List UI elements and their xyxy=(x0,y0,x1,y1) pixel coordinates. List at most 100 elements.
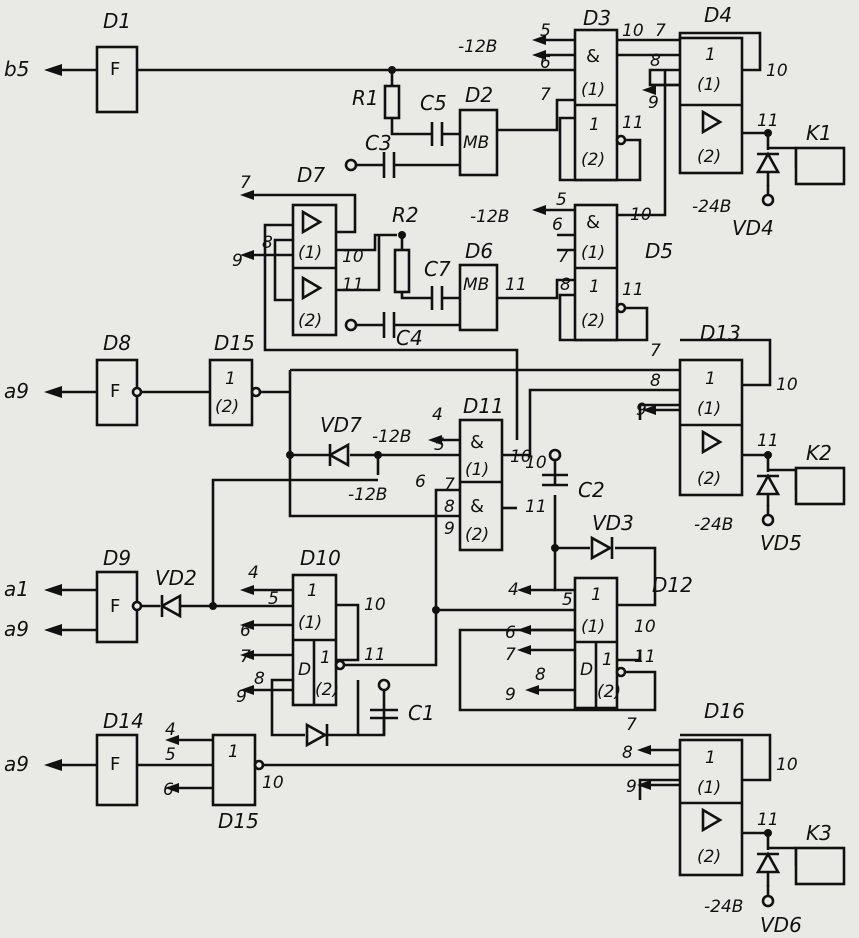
arrowheads xyxy=(44,35,680,793)
symbol-and: & xyxy=(586,46,600,67)
block-d15-top xyxy=(208,358,254,427)
labels: D1 D3 D4 D2 D7 D5 D6 D8 D15 D13 D11 D9 D… xyxy=(4,3,832,937)
junction-dots xyxy=(209,66,772,837)
symbol-one: 1 xyxy=(228,742,239,762)
buffer-icon xyxy=(701,109,723,135)
supply-label: -12B xyxy=(470,207,509,227)
diode-vd4 xyxy=(755,151,781,186)
pin-number: 11 xyxy=(757,810,779,830)
label-vd6: VD6 xyxy=(760,913,802,937)
capacitor-c3 xyxy=(382,152,396,178)
pin-number: 9 xyxy=(505,685,516,705)
pin-number: 11 xyxy=(622,280,644,300)
block-d14 xyxy=(95,733,139,807)
pin-number: 8 xyxy=(535,665,546,685)
symbol-part: (1) xyxy=(697,778,721,798)
symbol-part: (2) xyxy=(597,682,621,702)
signal-a1: a1 xyxy=(4,577,29,601)
label-c7: C7 xyxy=(424,257,451,281)
pin-number: 8 xyxy=(254,669,265,689)
pin-number: 8 xyxy=(622,743,633,763)
block-d2 xyxy=(458,108,499,177)
pin-number: 6 xyxy=(163,780,174,800)
label-d7: D7 xyxy=(297,163,325,187)
supply-label: -24B xyxy=(692,197,731,217)
pin-number: 9 xyxy=(648,93,659,113)
symbol-mb: MB xyxy=(463,275,489,295)
symbol-part: (2) xyxy=(697,147,721,167)
pin-number: 9 xyxy=(236,687,247,707)
label-c4: C4 xyxy=(396,326,423,350)
label-vd5: VD5 xyxy=(760,531,802,555)
pin-number: 10 xyxy=(630,205,652,225)
label-d1: D1 xyxy=(103,9,131,33)
label-c3: C3 xyxy=(365,131,392,155)
pin-number: 5 xyxy=(556,190,567,210)
pin-number: 10 xyxy=(622,21,644,41)
symbol-part: (1) xyxy=(581,243,605,263)
symbol-part: (1) xyxy=(581,617,605,637)
pin-number: 6 xyxy=(505,623,516,643)
symbol-part: (2) xyxy=(581,311,605,331)
symbol-f: F xyxy=(110,754,120,775)
pin-number: 7 xyxy=(626,715,637,735)
symbol-one: 1 xyxy=(589,115,600,135)
capacitors xyxy=(370,122,568,735)
symbol-part: (2) xyxy=(215,397,239,417)
symbol-part: (2) xyxy=(581,150,605,170)
symbol-one: 1 xyxy=(320,648,331,668)
symbol-one: 1 xyxy=(225,369,236,389)
block-d1 xyxy=(95,45,139,114)
symbol-part: (1) xyxy=(465,460,489,480)
label-k1: K1 xyxy=(806,121,832,145)
pin-number: 9 xyxy=(232,251,243,271)
signal-a9: a9 xyxy=(4,617,29,641)
symbol-one: 1 xyxy=(307,581,318,601)
label-d15-bottom: D15 xyxy=(218,809,259,833)
symbol-mb: MB xyxy=(463,133,489,153)
pin-number: 7 xyxy=(650,341,661,361)
diodes xyxy=(159,151,781,886)
block-d13 xyxy=(678,358,744,497)
pin-number: 4 xyxy=(508,580,519,600)
diode-d10 xyxy=(305,722,329,748)
pin-number: 6 xyxy=(240,621,251,641)
symbol-f: F xyxy=(110,596,120,617)
block-d5 xyxy=(573,203,619,342)
symbol-f: F xyxy=(110,59,120,80)
symbol-part: (1) xyxy=(697,75,721,95)
signal-b5: b5 xyxy=(4,57,29,81)
pin-number: 10 xyxy=(342,247,364,267)
pin-number: 7 xyxy=(444,475,455,495)
label-vd7: VD7 xyxy=(320,413,362,437)
pin-number: 6 xyxy=(540,53,551,73)
diode-vd6 xyxy=(755,851,781,886)
pin-number: 7 xyxy=(240,173,251,193)
signal-a9: a9 xyxy=(4,379,29,403)
relay-coils xyxy=(794,146,846,886)
symbol-one: 1 xyxy=(705,45,716,65)
pin-number: 7 xyxy=(655,21,666,41)
pin-number: 11 xyxy=(364,645,386,665)
block-d11 xyxy=(458,418,504,552)
pin-number: 7 xyxy=(240,647,251,667)
block-d6 xyxy=(458,263,499,332)
symbol-f: F xyxy=(110,381,120,402)
pin-number: 4 xyxy=(248,563,259,583)
label-r1: R1 xyxy=(352,86,379,110)
pin-number: 7 xyxy=(540,85,551,105)
label-d2: D2 xyxy=(465,83,493,107)
pin-number: 10 xyxy=(776,755,798,775)
pin-number: 11 xyxy=(757,111,779,131)
logic-blocks xyxy=(95,28,744,877)
pin-number: 7 xyxy=(505,645,516,665)
pin-number: 8 xyxy=(650,51,661,71)
block-d16 xyxy=(678,738,744,877)
label-vd4: VD4 xyxy=(732,216,774,240)
pin-number: 9 xyxy=(444,519,455,539)
buffer-icon xyxy=(301,275,323,301)
pin-number: 8 xyxy=(560,275,571,295)
diode-vd2 xyxy=(159,593,182,619)
resistor-r1 xyxy=(383,84,401,120)
